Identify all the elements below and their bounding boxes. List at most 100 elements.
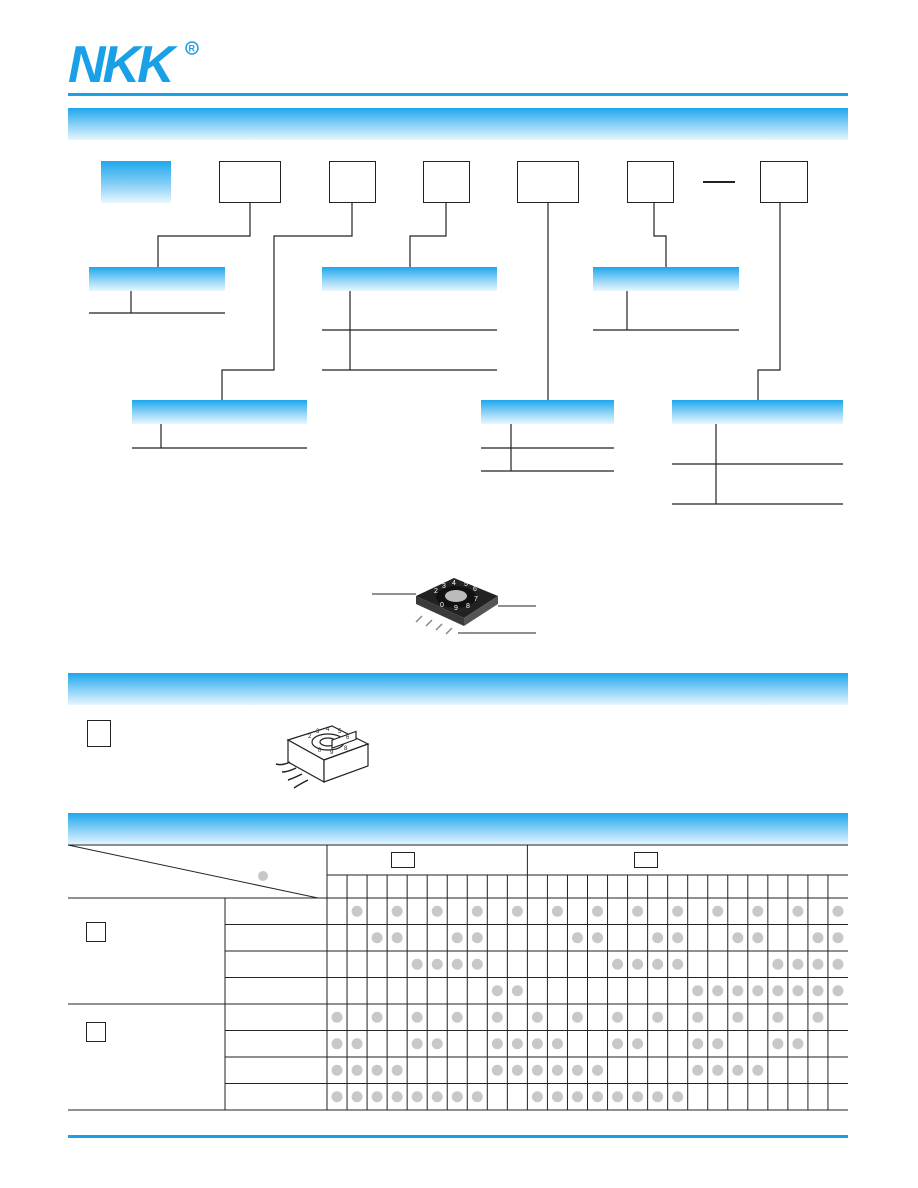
on-dot bbox=[832, 985, 844, 997]
code-box-5 bbox=[627, 161, 674, 203]
svg-text:0: 0 bbox=[440, 602, 444, 609]
on-dot bbox=[732, 1011, 744, 1023]
svg-text:6: 6 bbox=[473, 586, 477, 593]
on-dot bbox=[371, 932, 383, 944]
on-dot bbox=[491, 1064, 503, 1076]
on-dot bbox=[612, 1038, 624, 1050]
connector-lines bbox=[89, 203, 843, 505]
option-bar-f bbox=[672, 400, 843, 424]
on-dot bbox=[511, 905, 523, 917]
svg-text:5: 5 bbox=[338, 729, 342, 735]
on-dot bbox=[672, 1091, 684, 1103]
on-dot bbox=[511, 985, 523, 997]
on-dot bbox=[752, 1064, 764, 1076]
on-dot bbox=[772, 1011, 784, 1023]
legend-dot bbox=[258, 871, 268, 881]
svg-text:6: 6 bbox=[346, 735, 350, 741]
on-dot bbox=[391, 932, 403, 944]
header-box-left bbox=[391, 852, 415, 868]
on-dot bbox=[411, 958, 423, 970]
on-dot bbox=[712, 905, 724, 917]
on-dot bbox=[612, 958, 624, 970]
on-dot bbox=[551, 1091, 563, 1103]
svg-text:4: 4 bbox=[326, 727, 330, 733]
circuit-checkbox bbox=[87, 720, 111, 747]
section-band-ordering bbox=[68, 108, 848, 140]
on-dot bbox=[652, 1011, 664, 1023]
on-dot bbox=[672, 958, 684, 970]
on-dot bbox=[832, 932, 844, 944]
on-dot bbox=[551, 905, 563, 917]
on-dot bbox=[351, 1064, 363, 1076]
on-dot bbox=[431, 1038, 443, 1050]
on-dot bbox=[331, 1011, 343, 1023]
on-dot bbox=[531, 1038, 543, 1050]
on-dot bbox=[672, 905, 684, 917]
on-dot bbox=[531, 1091, 543, 1103]
svg-text:9: 9 bbox=[454, 605, 458, 612]
on-dot bbox=[772, 985, 784, 997]
svg-text:5: 5 bbox=[464, 581, 468, 588]
on-dot bbox=[752, 985, 764, 997]
on-dot bbox=[411, 1038, 423, 1050]
code-dash bbox=[703, 181, 735, 183]
on-dot bbox=[571, 932, 583, 944]
nkk-logo: NKK R bbox=[68, 38, 208, 86]
on-dot bbox=[471, 958, 483, 970]
header-rule bbox=[68, 93, 848, 96]
on-dot bbox=[692, 985, 704, 997]
on-dot bbox=[391, 1091, 403, 1103]
on-dot bbox=[571, 1064, 583, 1076]
part-number-diagram bbox=[0, 0, 918, 560]
on-dot bbox=[592, 905, 604, 917]
on-dot bbox=[612, 1011, 624, 1023]
on-dot bbox=[612, 1091, 624, 1103]
on-dot bbox=[471, 932, 483, 944]
on-dot bbox=[732, 985, 744, 997]
on-dot bbox=[411, 1091, 423, 1103]
on-dot bbox=[511, 1064, 523, 1076]
on-dot bbox=[331, 1091, 343, 1103]
section-band-truth-table bbox=[68, 813, 848, 845]
code-box-2 bbox=[329, 161, 376, 203]
on-dot bbox=[331, 1038, 343, 1050]
on-dot bbox=[792, 905, 804, 917]
on-dot bbox=[592, 1091, 604, 1103]
svg-text:0: 0 bbox=[318, 748, 322, 754]
on-dot bbox=[371, 1064, 383, 1076]
on-dot bbox=[431, 1091, 443, 1103]
on-dot bbox=[491, 1038, 503, 1050]
svg-text:8: 8 bbox=[466, 603, 470, 610]
section-band-circuit bbox=[68, 673, 848, 705]
on-dot bbox=[371, 1011, 383, 1023]
on-dot bbox=[692, 1064, 704, 1076]
option-bar-a bbox=[89, 267, 225, 291]
on-dot bbox=[792, 985, 804, 997]
code-box-3 bbox=[423, 161, 470, 203]
on-dot bbox=[812, 985, 824, 997]
on-dot bbox=[431, 958, 443, 970]
on-dot bbox=[692, 1038, 704, 1050]
series-box bbox=[101, 161, 171, 203]
svg-text:8: 8 bbox=[344, 746, 348, 752]
on-dot bbox=[672, 932, 684, 944]
svg-text:NKK: NKK bbox=[68, 38, 178, 86]
on-dot bbox=[391, 1064, 403, 1076]
on-dot bbox=[832, 958, 844, 970]
on-dot bbox=[812, 932, 824, 944]
on-dot bbox=[531, 1064, 543, 1076]
on-dot bbox=[351, 1091, 363, 1103]
on-dot bbox=[551, 1038, 563, 1050]
on-dot bbox=[592, 1064, 604, 1076]
header-box-right bbox=[634, 852, 658, 868]
on-dot bbox=[571, 1091, 583, 1103]
on-dot bbox=[531, 1011, 543, 1023]
on-dot bbox=[632, 905, 644, 917]
on-dot bbox=[712, 1038, 724, 1050]
on-dot bbox=[351, 1038, 363, 1050]
option-bar-c bbox=[322, 267, 497, 291]
on-dot bbox=[411, 1011, 423, 1023]
